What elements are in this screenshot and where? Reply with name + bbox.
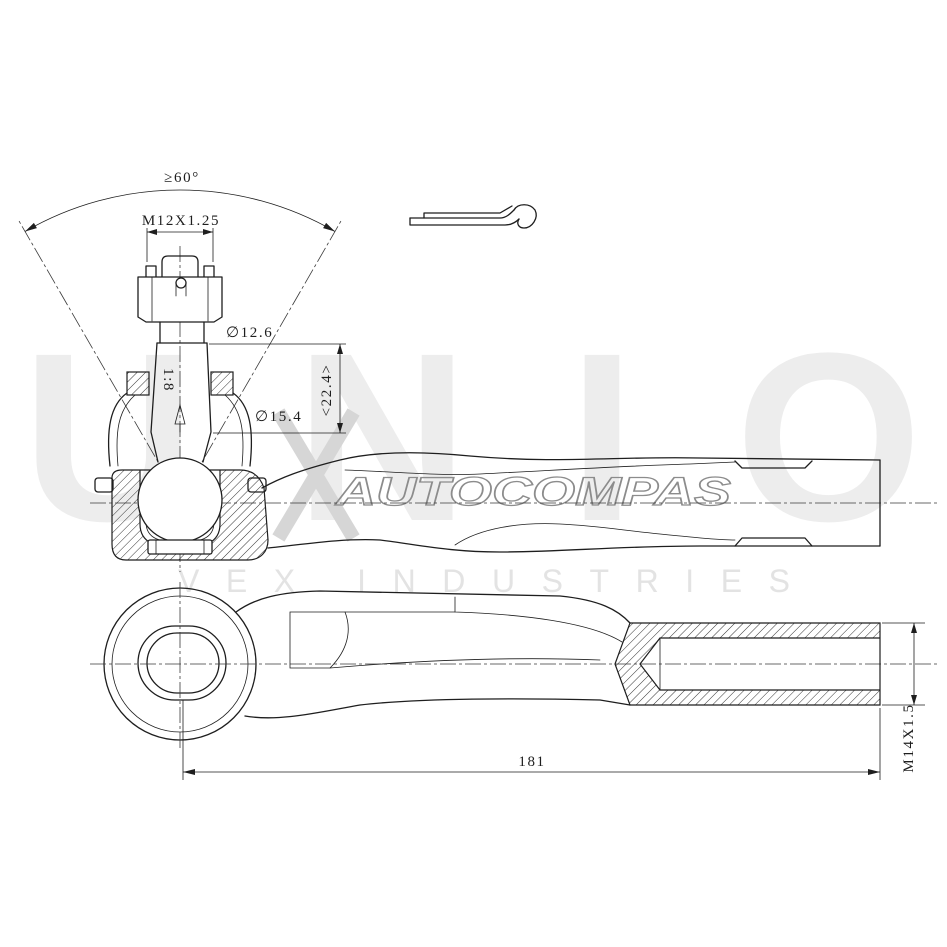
ball-stud: 1:8 xyxy=(150,321,212,463)
stud-neck xyxy=(159,321,205,344)
cotter-pin xyxy=(409,204,537,229)
housing-bottom-plug xyxy=(147,539,213,555)
swivel-angle-left-arrow xyxy=(25,222,37,232)
swivel-angle-arc xyxy=(24,189,336,232)
overall-length-label: 181 xyxy=(518,754,545,770)
dust-boot xyxy=(94,371,267,493)
bore-thread-arrow-top xyxy=(911,623,917,633)
housing-bottom-plug-detail xyxy=(155,539,205,555)
threaded-bore-wall xyxy=(614,622,881,706)
taper-height-label: <22.4> xyxy=(319,364,335,417)
swivel-angle-dimension: ≥60° xyxy=(18,170,342,501)
dust-boot-outer-left xyxy=(107,392,128,467)
dust-boot-collar-left xyxy=(126,371,150,396)
eye-boot-opening xyxy=(137,625,227,701)
swivel-angle-right-line xyxy=(179,220,342,501)
castle-nut-body xyxy=(137,276,223,323)
taper-dimensions: ∅12.6 ∅15.4 <22.4> xyxy=(209,325,346,434)
taper-left-edge xyxy=(150,342,159,463)
eye-plan-view xyxy=(103,582,257,748)
bore-thread-label: M14X1.5 xyxy=(901,703,917,772)
stud-thread-arrow-right xyxy=(203,229,213,235)
cotter-pin-eye xyxy=(513,204,537,229)
dust-boot-inner-right xyxy=(224,394,244,467)
wrench-flat-top xyxy=(734,460,813,469)
arm-top-fillet-line xyxy=(344,461,736,475)
cotter-pin-bent-leg xyxy=(423,205,513,219)
swivel-angle-label: ≥60° xyxy=(164,170,200,186)
swivel-angle-left-line xyxy=(18,220,181,501)
arm-bottom-fillet-line xyxy=(454,523,736,546)
watermark-logo-text: AUTOCOMPAS xyxy=(335,470,732,514)
arm-pocket-bottom-line xyxy=(329,658,601,669)
stud-thread-dimension: M12X1.25 xyxy=(142,213,220,262)
taper-right-edge xyxy=(202,342,212,463)
threaded-bore-section xyxy=(614,622,881,706)
taper-height-arrow-top xyxy=(337,344,343,354)
castle-nut xyxy=(137,255,223,323)
ball-joint-ball xyxy=(137,457,223,543)
watermark-tagline: VEX INDUSTRIES xyxy=(178,563,790,599)
arm-pocket-slot xyxy=(454,596,623,643)
bore-thread-arrow-bottom xyxy=(911,695,917,705)
dust-boot-outer-right xyxy=(232,392,253,467)
dust-boot-clip-left xyxy=(94,477,114,493)
plan-arm-top-edge xyxy=(235,590,631,624)
eye-inner-opening xyxy=(146,632,220,694)
plan-arm-bottom-edge xyxy=(244,698,631,719)
overall-length-dimension: 181 xyxy=(182,700,881,780)
dust-boot-inner-left xyxy=(116,394,136,467)
taper-direction-arrow-icon xyxy=(174,403,186,433)
overall-length-arrow-right xyxy=(868,769,880,775)
arm-pocket-left xyxy=(289,611,349,669)
stud-thread-label: M12X1.25 xyxy=(142,213,220,229)
taper-height-arrow-bottom xyxy=(337,423,343,433)
dust-boot-collar-right xyxy=(210,371,234,396)
overall-length-arrow-left xyxy=(183,769,195,775)
arm-plan-view xyxy=(235,590,631,719)
cotter-pin-hole xyxy=(175,277,187,289)
castle-nut-crown-right xyxy=(203,265,215,278)
watermark-logo-mark-icon xyxy=(272,408,360,542)
cotter-pin-lower-leg xyxy=(409,217,520,226)
taper-large-diameter-label: ∅15.4 xyxy=(255,409,302,425)
swivel-angle-right-arrow xyxy=(323,222,335,232)
cotter-pin-hole-axis xyxy=(175,282,187,297)
castle-nut-crown-left xyxy=(145,265,157,278)
socket-housing xyxy=(111,457,269,561)
cotter-pin-upper-leg xyxy=(409,209,515,219)
arm-bottom-edge xyxy=(267,539,881,553)
wrench-flat-bottom xyxy=(734,537,813,547)
arm-side-view xyxy=(261,452,881,553)
stud-thread-arrow-left xyxy=(147,229,157,235)
taper-ratio-label: 1:8 xyxy=(160,368,176,392)
stud-thread-end xyxy=(161,255,199,278)
taper-small-diameter-label: ∅12.6 xyxy=(226,325,273,341)
bore-thread-dimension: M14X1.5 xyxy=(882,622,925,773)
arm-top-edge xyxy=(261,452,881,489)
